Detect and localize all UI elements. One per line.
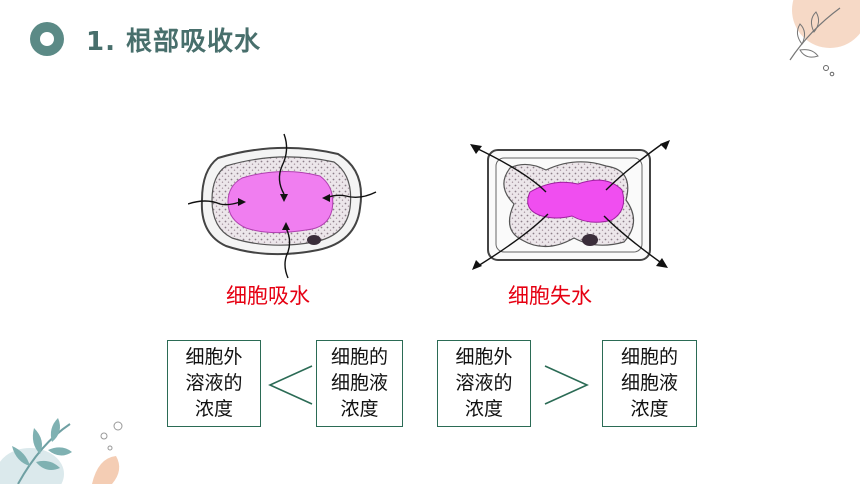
cell-lose-illustration — [470, 140, 670, 270]
label-cell-lose: 细胞失水 — [508, 284, 592, 308]
title-bullet-icon — [30, 22, 64, 56]
decor-blob — [792, 0, 860, 48]
title-row: 1. 根部吸收水 — [30, 14, 261, 64]
comparison-1-left-box: 细胞外 溶液的 浓度 — [167, 340, 261, 427]
greater-than-sign-icon — [544, 365, 589, 405]
box-line: 溶液的 — [455, 372, 513, 394]
box-line: 浓度 — [464, 398, 503, 420]
comparison-2-left-box: 细胞外 溶液的 浓度 — [437, 340, 531, 427]
box-line: 细胞外 — [185, 346, 243, 368]
comparison-2-right-box: 细胞的 细胞液 浓度 — [602, 340, 697, 427]
box-line: 溶液的 — [185, 372, 243, 394]
less-than-sign-icon — [268, 365, 313, 405]
comparison-1-right-box: 细胞的 细胞液 浓度 — [316, 340, 403, 427]
box-line: 细胞的 — [330, 346, 388, 368]
box-line: 细胞的 — [620, 346, 678, 368]
box-line: 细胞液 — [330, 372, 388, 394]
box-line: 细胞液 — [620, 372, 678, 394]
decor-blob — [0, 448, 64, 484]
box-line: 浓度 — [630, 398, 669, 420]
decor-leaves-bottom-left — [0, 418, 123, 484]
label-cell-absorb: 细胞吸水 — [226, 284, 310, 308]
box-line: 浓度 — [194, 398, 233, 420]
page-title: 1. 根部吸收水 — [86, 26, 262, 57]
box-line: 浓度 — [340, 398, 379, 420]
box-line: 细胞外 — [455, 346, 513, 368]
cell-absorb-illustration — [188, 133, 377, 279]
decor-leaves-top-right — [789, 0, 860, 77]
